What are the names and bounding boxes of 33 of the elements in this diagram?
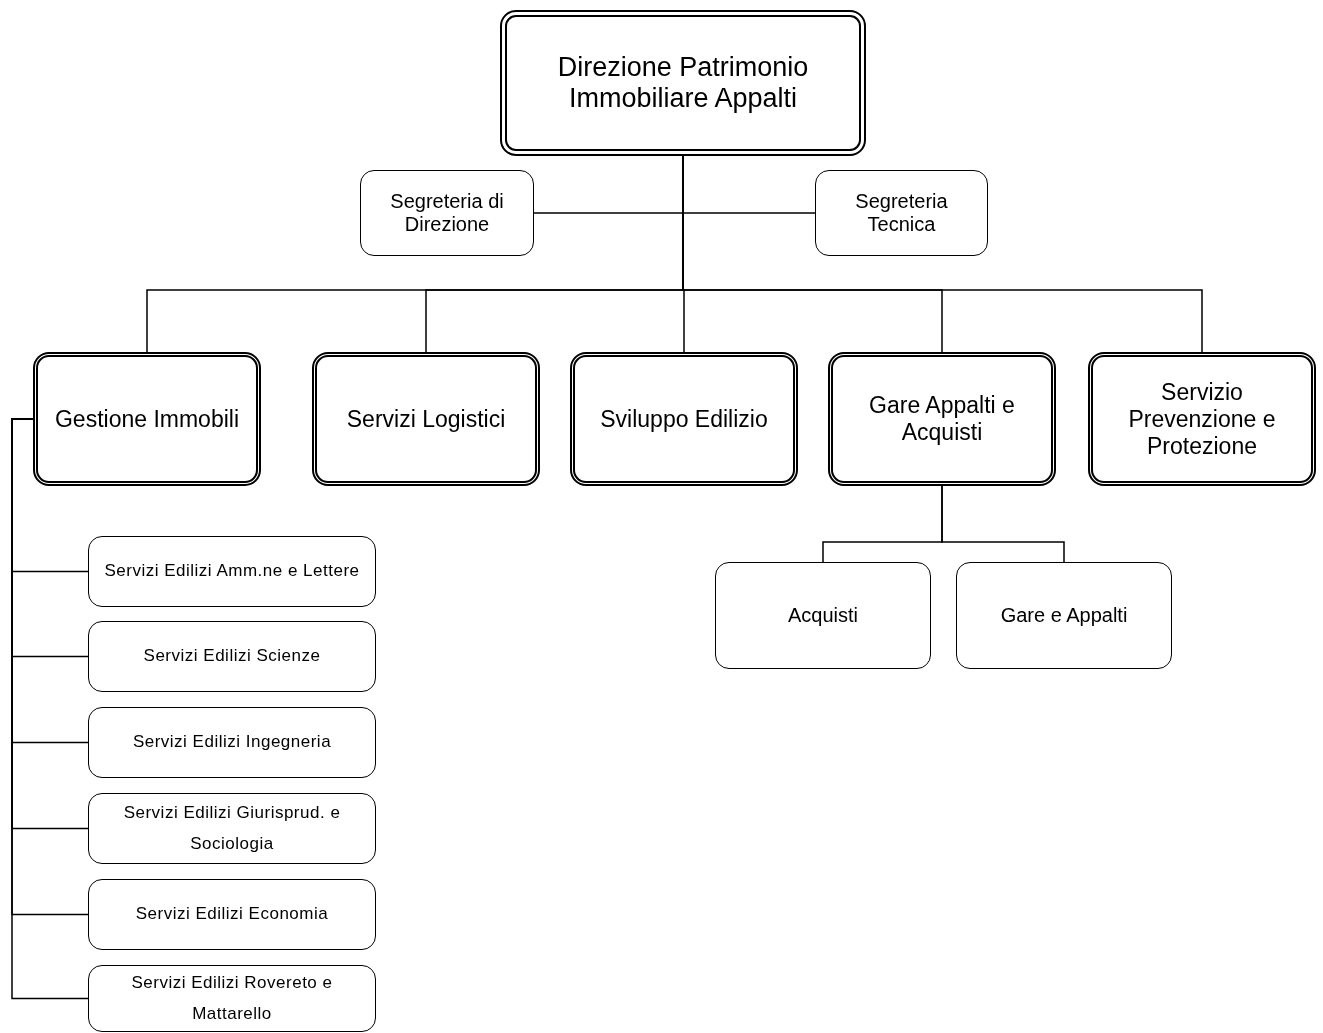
unit-box	[88, 536, 376, 607]
node-label: Gare Appalti e Acquisti	[868, 392, 1016, 446]
node-label: Direzione Patrimonio Immobiliare Appalti	[556, 52, 810, 114]
office-box	[715, 562, 931, 669]
node-label: Servizi Edilizi Ingegneria	[131, 731, 333, 754]
unit-box	[88, 793, 376, 864]
node-label: Servizi Edilizi Rovereto e Mattarello	[130, 971, 334, 1025]
node-label: Servizi Edilizi Amm.ne e Lettere	[103, 560, 361, 583]
node-label: Segreteria di Direzione	[389, 190, 505, 236]
node-label: Gestione Immobili	[53, 405, 241, 433]
node-label: Servizi Logistici	[345, 405, 507, 433]
unit-box	[88, 965, 376, 1032]
unit-box	[88, 621, 376, 692]
director-box	[500, 10, 866, 156]
unit-box	[88, 879, 376, 950]
node-label: Segreteria Tecnica	[854, 190, 949, 236]
department-box	[1088, 352, 1316, 486]
office-box	[815, 170, 988, 256]
office-box	[360, 170, 534, 256]
node-label: Servizi Edilizi Economia	[134, 903, 330, 926]
node-label: Acquisti	[787, 604, 859, 627]
connector-line	[941, 485, 1065, 563]
node-label: Servizi Edilizi Scienze	[142, 645, 322, 668]
department-box	[312, 352, 540, 486]
department-box	[828, 352, 1056, 486]
node-label: Gare e Appalti	[999, 604, 1129, 627]
office-box	[956, 562, 1172, 669]
node-label: Sviluppo Edilizio	[599, 405, 769, 433]
unit-box	[88, 707, 376, 778]
node-label: Servizi Edilizi Giurisprud. e Sociologia	[122, 801, 342, 855]
department-box	[570, 352, 798, 486]
node-label: Servizio Prevenzione e Protezione	[1127, 378, 1277, 460]
department-box	[33, 352, 261, 486]
